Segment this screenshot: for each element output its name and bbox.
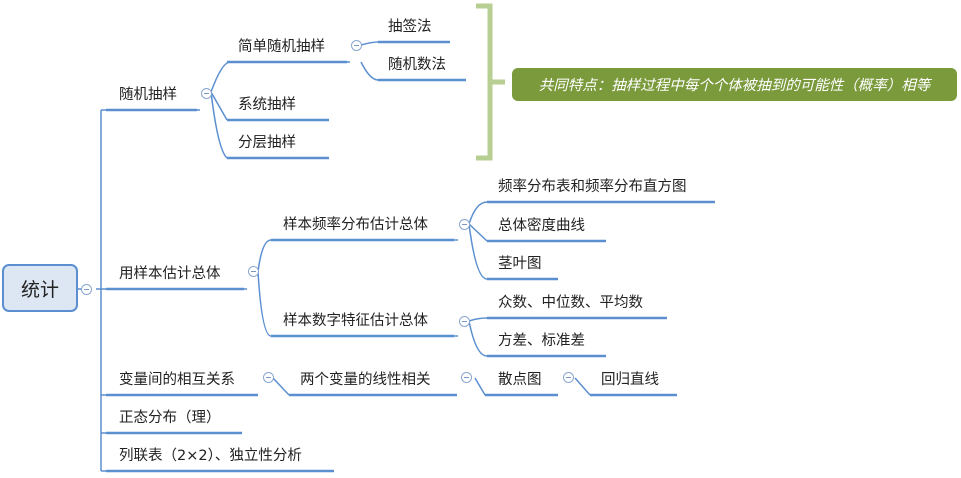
topic-stratified-sampling[interactable]: 分层抽样 [238, 135, 296, 151]
topic-simple-random-sampling[interactable]: 简单随机抽样 [238, 39, 325, 55]
collapse-toggle-root[interactable] [81, 284, 92, 295]
topic-systematic-sampling[interactable]: 系统抽样 [238, 97, 296, 113]
topic-density-curve[interactable]: 总体密度曲线 [498, 218, 585, 234]
summary-brace [476, 3, 505, 161]
root-topic-statistics[interactable]: 统计 [2, 264, 78, 312]
collapse-toggle-simple-random[interactable] [351, 40, 362, 51]
topic-random-number-method[interactable]: 随机数法 [388, 57, 446, 73]
topic-variance-std[interactable]: 方差、标准差 [498, 333, 585, 349]
collapse-toggle-scatter[interactable] [563, 372, 574, 383]
collapse-toggle-random-sampling[interactable] [201, 88, 212, 99]
topic-linear-correlation[interactable]: 两个变量的线性相关 [300, 372, 431, 388]
common-feature-callout[interactable]: 共同特点：抽样过程中每个个体被抽到的可能性（概率）相等 [512, 68, 957, 101]
topic-mode-median-mean[interactable]: 众数、中位数、平均数 [498, 295, 643, 311]
topic-regression-line[interactable]: 回归直线 [601, 372, 659, 388]
collapse-toggle-correlation[interactable] [263, 372, 274, 383]
topic-frequency-table-histogram[interactable]: 频率分布表和频率分布直方图 [498, 179, 687, 195]
topic-frequency-distribution-estimate[interactable]: 样本频率分布估计总体 [283, 217, 428, 233]
collapse-toggle-frequency[interactable] [459, 219, 470, 230]
topic-contingency-table[interactable]: 列联表（2×2）、独立性分析 [119, 448, 302, 464]
topic-numeric-feature-estimate[interactable]: 样本数字特征估计总体 [283, 313, 428, 329]
topic-lottery-method[interactable]: 抽签法 [388, 19, 432, 35]
collapse-toggle-sample-estimate[interactable] [248, 266, 259, 277]
collapse-toggle-numeric[interactable] [459, 316, 470, 327]
topic-sample-estimate[interactable]: 用样本估计总体 [119, 266, 221, 282]
topic-scatter-plot[interactable]: 散点图 [498, 372, 542, 388]
topic-random-sampling[interactable]: 随机抽样 [119, 87, 177, 103]
topic-normal-distribution[interactable]: 正态分布（理） [119, 410, 221, 426]
topic-stem-leaf-plot[interactable]: 茎叶图 [498, 256, 542, 272]
collapse-toggle-linear[interactable] [461, 372, 472, 383]
topic-variable-correlation[interactable]: 变量间的相互关系 [119, 372, 235, 388]
